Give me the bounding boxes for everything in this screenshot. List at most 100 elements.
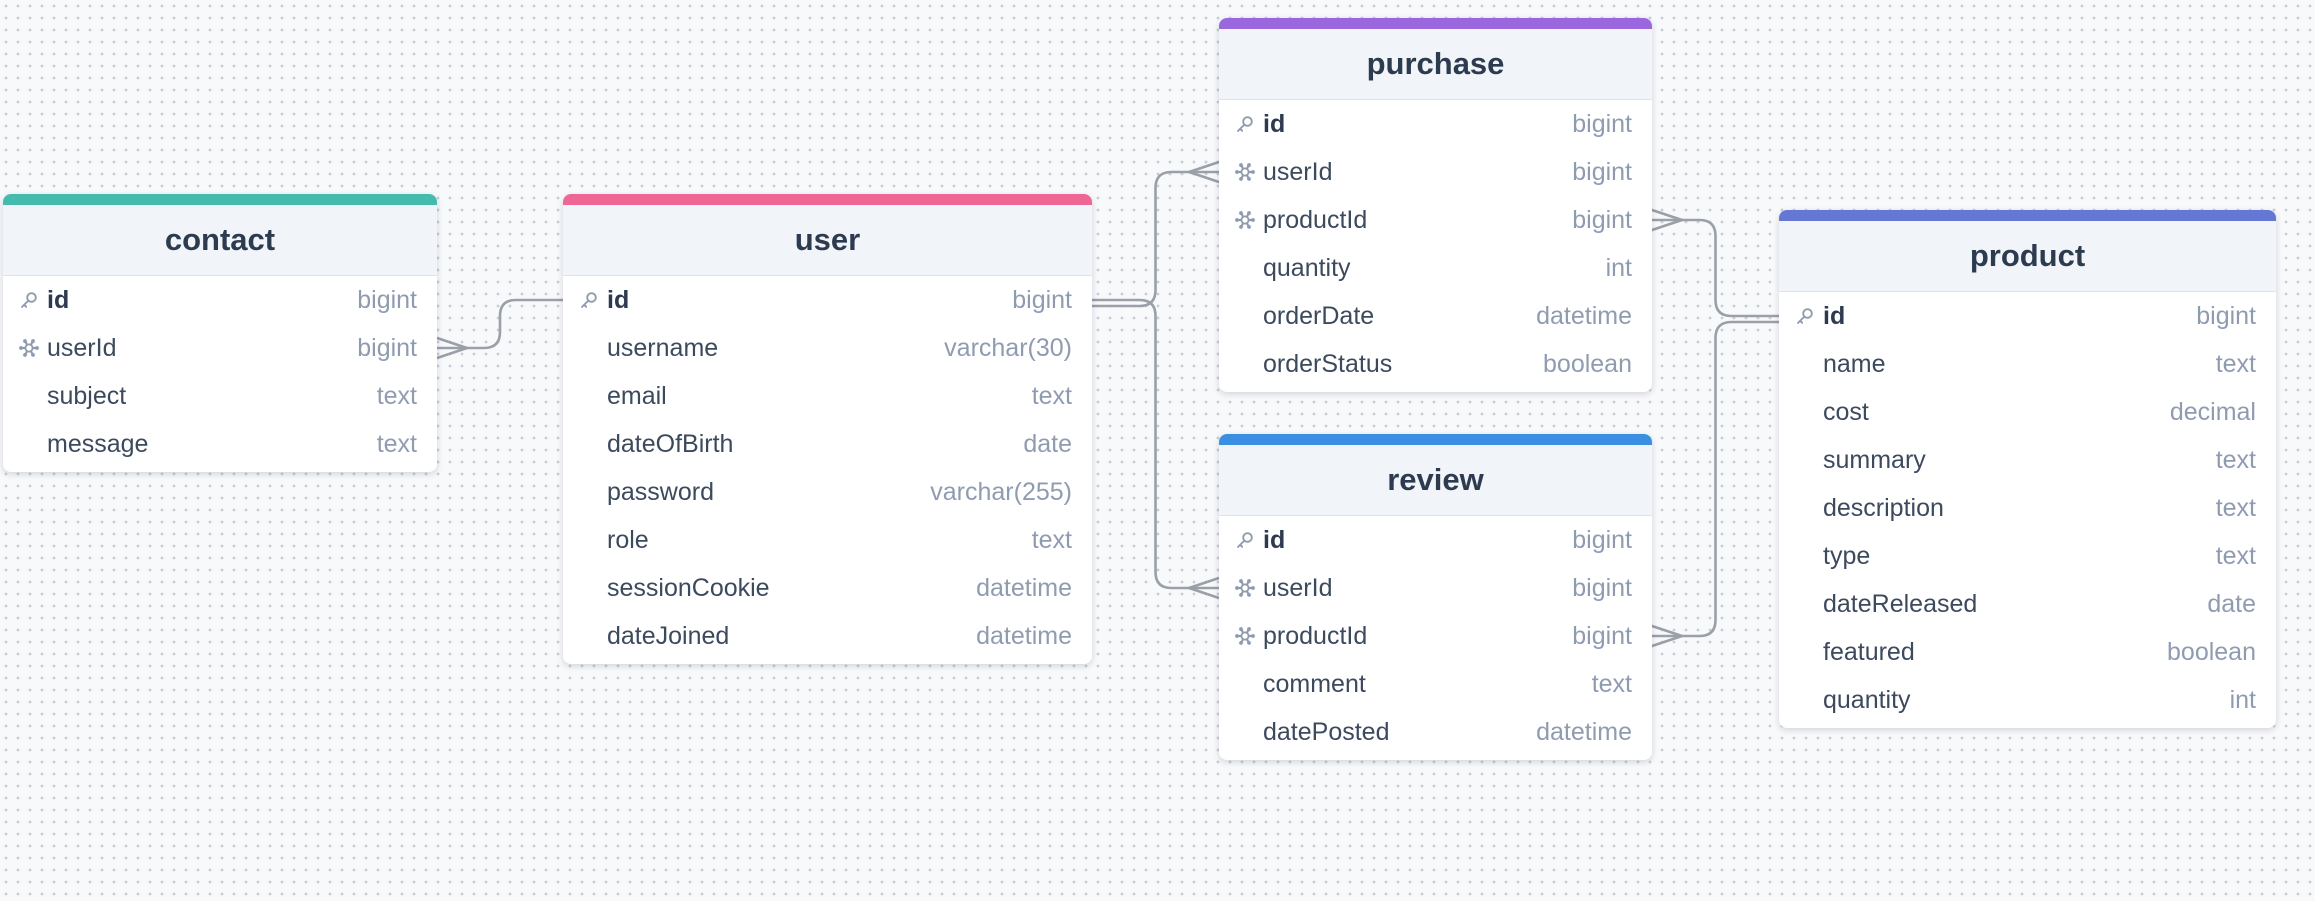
table-accent-bar (1219, 434, 1652, 445)
table-accent-bar (3, 194, 437, 205)
field-name: subject (47, 381, 127, 410)
relationship-line (1650, 218, 1781, 318)
field-name: id (1823, 301, 1846, 330)
field-name: id (1263, 109, 1286, 138)
field-row-dateReleased[interactable]: dateReleased date (1779, 580, 2276, 628)
field-type: bigint (1572, 157, 1632, 186)
field-name: dateReleased (1823, 589, 1978, 618)
field-name: message (47, 429, 149, 458)
crows-foot-many-marker (1650, 624, 1684, 648)
field-name: orderDate (1263, 301, 1375, 330)
field-type: datetime (976, 621, 1072, 650)
field-name: sessionCookie (607, 573, 770, 602)
field-type: bigint (357, 333, 417, 362)
field-name: username (607, 333, 719, 362)
field-row-message[interactable]: message text (3, 420, 437, 468)
field-name: type (1823, 541, 1871, 570)
foreign-key-icon (1235, 626, 1255, 646)
field-row-name[interactable]: name text (1779, 340, 2276, 388)
field-type: bigint (1572, 525, 1632, 554)
field-name: description (1823, 493, 1944, 522)
field-name: summary (1823, 445, 1926, 474)
field-type: datetime (976, 573, 1072, 602)
field-type: varchar(255) (930, 477, 1072, 506)
field-name: dateJoined (607, 621, 730, 650)
field-row-password[interactable]: password varchar(255) (563, 468, 1092, 516)
field-row-dateJoined[interactable]: dateJoined datetime (563, 612, 1092, 660)
field-name: dateOfBirth (607, 429, 734, 458)
field-name: orderStatus (1263, 349, 1393, 378)
field-name: name (1823, 349, 1886, 378)
table-title: purchase (1366, 46, 1505, 81)
field-type: text (376, 429, 417, 458)
field-name: cost (1823, 397, 1869, 426)
field-type: text (1031, 525, 1072, 554)
field-row-sessionCookie[interactable]: sessionCookie datetime (563, 564, 1092, 612)
field-type: decimal (2169, 397, 2256, 426)
field-type: bigint (1572, 205, 1632, 234)
field-name: featured (1823, 637, 1915, 666)
field-type: date (2207, 589, 2256, 618)
field-name: quantity (1823, 685, 1911, 714)
field-name: email (607, 381, 667, 410)
crows-foot-many-marker (435, 336, 469, 360)
field-row-userId[interactable]: userId bigint (3, 324, 437, 372)
field-name: password (607, 477, 714, 506)
field-name: id (607, 285, 630, 314)
field-type: text (2215, 445, 2256, 474)
field-name: id (47, 285, 70, 314)
field-row-summary[interactable]: summary text (1779, 436, 2276, 484)
field-type: text (1591, 669, 1632, 698)
field-type: bigint (357, 285, 417, 314)
field-row-featured[interactable]: featured boolean (1779, 628, 2276, 676)
field-type: text (1031, 381, 1072, 410)
table-product[interactable]: product id bigint name text cost decimal summar… (1779, 210, 2276, 728)
field-row-id[interactable]: id bigint (3, 276, 437, 324)
primary-key-icon (19, 290, 39, 310)
table-header[interactable]: user (563, 205, 1092, 276)
field-type: text (2215, 349, 2256, 378)
field-name: userId (47, 333, 117, 362)
field-row-cost[interactable]: cost decimal (1779, 388, 2276, 436)
table-header[interactable]: review (1219, 445, 1652, 516)
relationship-line (1090, 298, 1221, 590)
field-row-email[interactable]: email text (563, 372, 1092, 420)
primary-key-icon (1235, 530, 1255, 550)
foreign-key-icon (1235, 210, 1255, 230)
table-header[interactable]: contact (3, 205, 437, 276)
table-header[interactable]: purchase (1219, 29, 1652, 100)
foreign-key-icon (1235, 162, 1255, 182)
field-row-id[interactable]: id bigint (1779, 292, 2276, 340)
table-title: contact (164, 222, 276, 257)
table-header[interactable]: product (1779, 221, 2276, 292)
field-type: bigint (1572, 573, 1632, 602)
field-type: bigint (2196, 301, 2256, 330)
field-type: boolean (2167, 637, 2256, 666)
